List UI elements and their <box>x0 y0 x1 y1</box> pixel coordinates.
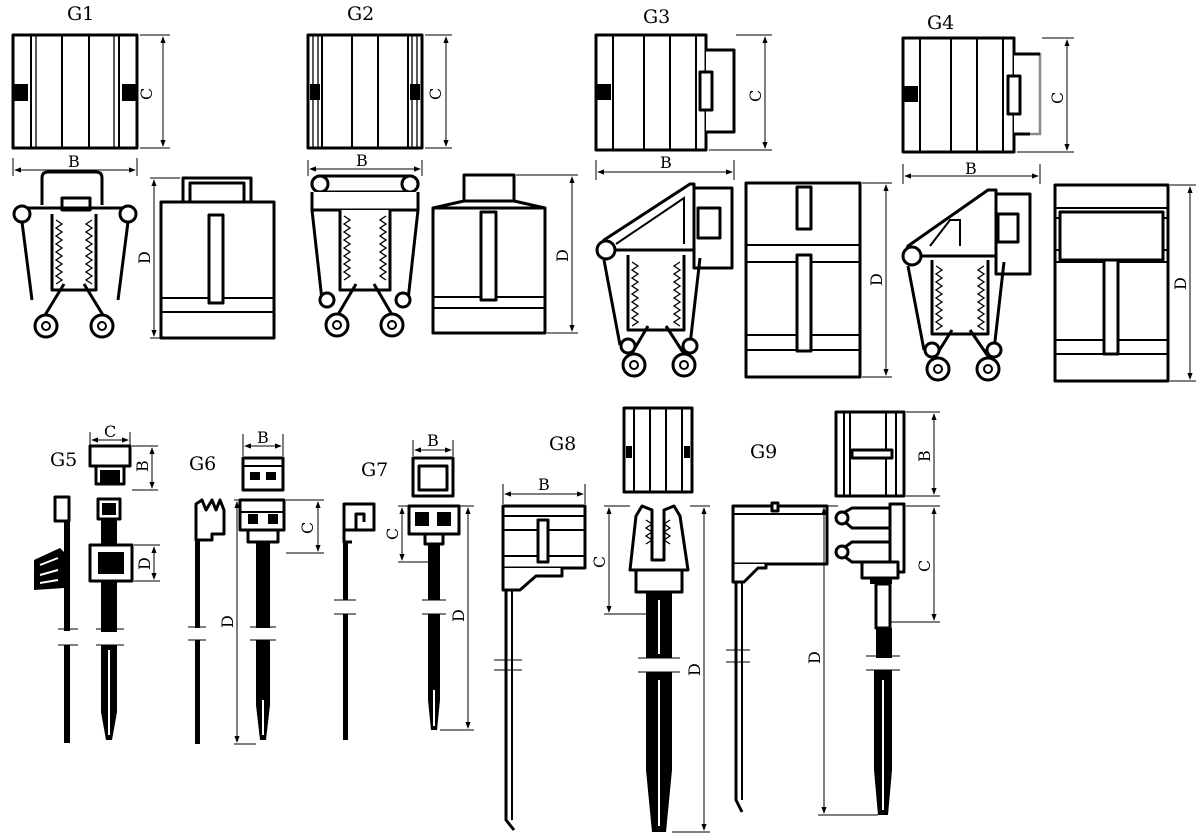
g6-drawing: G6 B C <box>188 428 324 745</box>
g9-dim-c: C <box>915 560 934 572</box>
g6-dim-b: B <box>257 428 269 447</box>
g7-dim-d: D <box>449 609 468 622</box>
g1-top-view <box>11 33 139 150</box>
g2-dim-d: D <box>553 249 572 262</box>
g5-drawing: G5 C <box>34 422 160 743</box>
g6-label: G6 <box>189 453 216 475</box>
g8-dim-d: D <box>685 663 704 676</box>
g9-tie-front-view <box>834 502 906 815</box>
g1-clip-side-view <box>12 170 138 339</box>
g7-label: G7 <box>361 459 388 481</box>
g1-drawing: G1 C B <box>11 3 276 340</box>
g8-dim-b: B <box>538 475 550 494</box>
g8-dim-c: C <box>590 556 609 568</box>
g8-mount-side-view <box>494 504 587 831</box>
g1-dim-b: B <box>68 152 80 171</box>
g3-dim-b: B <box>660 153 672 172</box>
g1-dim-c: C <box>137 88 156 100</box>
g8-mount-top-view <box>622 406 694 494</box>
g5-dim-c: C <box>104 422 116 441</box>
g9-dim-d: D <box>805 651 824 664</box>
g3-front-view <box>744 181 862 379</box>
g9-drawing: G9 B <box>726 410 940 816</box>
g3-drawing: G3 C B <box>594 6 892 379</box>
g5-dim-d: D <box>135 557 154 570</box>
g9-dim-b: B <box>915 450 934 462</box>
g7-dim-c: C <box>383 528 402 540</box>
g4-front-view <box>1053 183 1170 383</box>
g6-tie-side-view <box>188 498 226 744</box>
g4-clip-side-view <box>901 188 1032 382</box>
g9-mount-side-view <box>726 501 829 813</box>
g3-label: G3 <box>643 6 670 28</box>
g3-dim-c: C <box>746 90 765 102</box>
g4-drawing: G4 C B <box>901 12 1196 383</box>
g2-dim-c: C <box>426 88 445 100</box>
g4-label: G4 <box>927 12 954 34</box>
g1-front-view <box>159 176 276 340</box>
g1-dim-d: D <box>135 251 154 264</box>
g9-label: G9 <box>750 441 777 463</box>
g7-drawing: G7 B C <box>334 431 474 740</box>
g5-tie-front-view <box>88 444 134 740</box>
g4-dim-d: D <box>1171 277 1190 290</box>
g6-dim-d: D <box>218 615 237 628</box>
g8-tie-front-view <box>628 504 690 832</box>
g7-dim-b: B <box>427 431 439 450</box>
g9-mount-top-view <box>834 410 906 498</box>
g7-tie-side-view <box>334 502 376 740</box>
g4-top-view <box>901 36 1016 154</box>
g8-drawing: G8 B <box>494 406 710 833</box>
g2-drawing: G2 C B <box>306 3 578 338</box>
g6-dim-c: C <box>298 522 317 534</box>
g4-dim-b: B <box>965 159 977 178</box>
g2-top-view <box>306 33 424 150</box>
g8-label: G8 <box>549 433 576 455</box>
g5-dim-b: B <box>133 460 152 472</box>
g6-tie-front-view <box>238 456 286 740</box>
g2-clip-side-view <box>310 174 420 338</box>
g4-dim-c: C <box>1048 92 1067 104</box>
g3-dim-d: D <box>867 273 886 286</box>
g7-tie-front-view <box>407 456 461 730</box>
g5-label: G5 <box>50 449 77 471</box>
g1-label: G1 <box>67 3 94 25</box>
g2-front-view <box>431 173 547 335</box>
g2-label: G2 <box>347 3 374 25</box>
g2-dim-b: B <box>356 151 368 170</box>
g3-clip-side-view <box>595 182 734 378</box>
g5-tie-side-view <box>34 495 78 743</box>
